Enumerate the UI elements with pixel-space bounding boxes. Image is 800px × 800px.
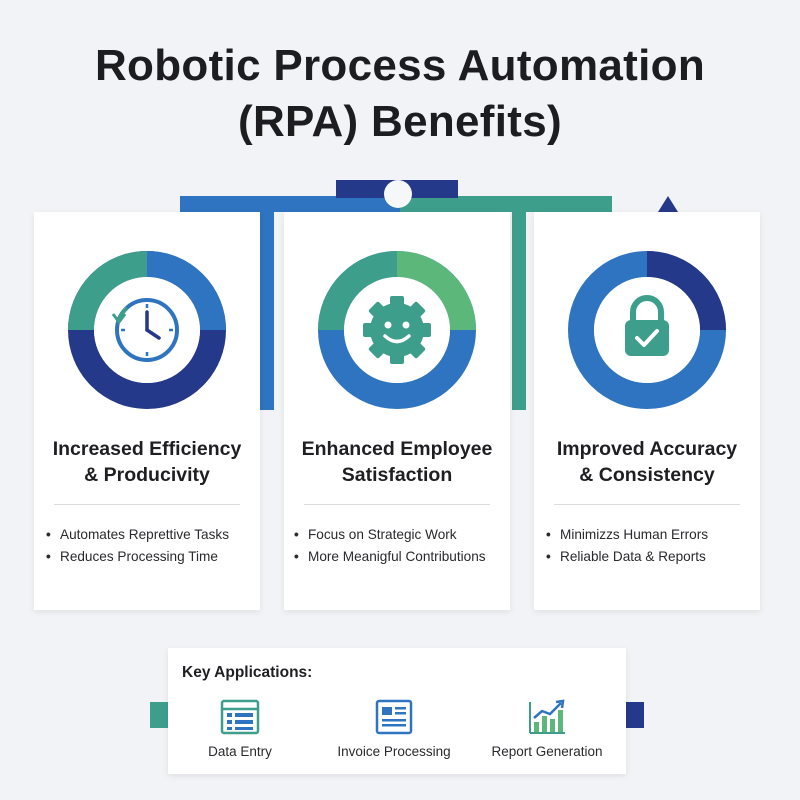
title-line-1: Robotic Process Automation: [94, 41, 705, 90]
card-title-line-1: Improved Accuracy: [556, 438, 738, 460]
list-item: • Minimizzs Human Errors: [546, 524, 766, 546]
padlock-check-icon: [567, 250, 727, 410]
connector-node: [384, 180, 412, 208]
card-title: Improved Accuracy & Consistency: [534, 436, 760, 488]
list-item-text: Automates Reprettive Tasks: [60, 527, 229, 542]
list-item-text: More Meanigful Contributions: [308, 549, 486, 564]
divider: [54, 504, 240, 505]
connector-post-left: [260, 196, 274, 410]
bullet-marker: •: [294, 527, 299, 542]
card-title-line-1: Enhanced Employee: [301, 438, 493, 460]
benefit-card-efficiency: Increased Efficiency & Producivity • Auto…: [34, 212, 260, 610]
card-title: Enhanced Employee Satisfaction: [284, 436, 510, 488]
card-title-line-2: & Producivity: [84, 464, 210, 486]
benefit-list: • Focus on Strategic Work • More Meanigful…: [294, 524, 514, 568]
card-title: Increased Efficiency & Producivity: [34, 436, 260, 488]
list-item: • Reliable Data & Reports: [546, 546, 766, 568]
clock-icon: [67, 250, 227, 410]
invoice-document-icon: [375, 699, 413, 735]
accent-block-left: [150, 702, 168, 728]
list-item-text: Reliable Data & Reports: [560, 549, 706, 564]
list-item-text: Focus on Strategic Work: [308, 527, 457, 542]
application-invoice-processing: Invoice Processing: [319, 698, 469, 759]
application-label: Invoice Processing: [337, 744, 451, 759]
benefit-list: • Minimizzs Human Errors • Reliable Data &…: [546, 524, 766, 568]
bullet-marker: •: [46, 527, 51, 542]
page-title: Robotic Process Automation (RPA) Benefit…: [0, 38, 800, 150]
divider: [554, 504, 740, 505]
list-item: • Reduces Processing Time: [46, 546, 266, 568]
data-grid-icon: [220, 699, 260, 735]
key-applications-title: Key Applications:: [182, 664, 313, 681]
card-title-line-2: & Consistency: [579, 464, 715, 486]
application-report-generation: Report Generation: [472, 698, 622, 759]
bar-chart-trend-icon: [529, 699, 565, 734]
key-applications-panel: Key Applications: Data Entry Invoice Pro…: [168, 648, 626, 774]
benefit-card-accuracy: Improved Accuracy & Consistency • Minimiz…: [534, 212, 760, 610]
card-title-line-1: Increased Efficiency: [52, 438, 242, 460]
title-line-2: (RPA) Benefits): [238, 97, 562, 146]
connector-post-right: [512, 196, 526, 410]
accent-block-right: [626, 702, 644, 728]
list-item-text: Reduces Processing Time: [60, 549, 218, 564]
card-title-line-2: Satisfaction: [341, 464, 453, 486]
application-data-entry: Data Entry: [165, 698, 315, 759]
bullet-marker: •: [546, 549, 551, 564]
list-item: • Automates Reprettive Tasks: [46, 524, 266, 546]
application-label: Data Entry: [208, 744, 272, 759]
benefit-card-satisfaction: Enhanced Employee Satisfaction • Focus on…: [284, 212, 510, 610]
application-label: Report Generation: [491, 744, 603, 759]
triangle-marker: [658, 196, 678, 212]
connector-bar-blue: [180, 196, 412, 212]
list-item: • Focus on Strategic Work: [294, 524, 514, 546]
benefit-list: • Automates Reprettive Tasks • Reduces Pro…: [46, 524, 266, 568]
connector-bar-green: [400, 196, 612, 212]
list-item-text: Minimizzs Human Errors: [560, 527, 709, 542]
list-item: • More Meanigful Contributions: [294, 546, 514, 568]
smiling-gear-icon: [317, 250, 477, 410]
divider: [304, 504, 490, 505]
bullet-marker: •: [546, 527, 551, 542]
bullet-marker: •: [294, 549, 299, 564]
bullet-marker: •: [46, 549, 51, 564]
